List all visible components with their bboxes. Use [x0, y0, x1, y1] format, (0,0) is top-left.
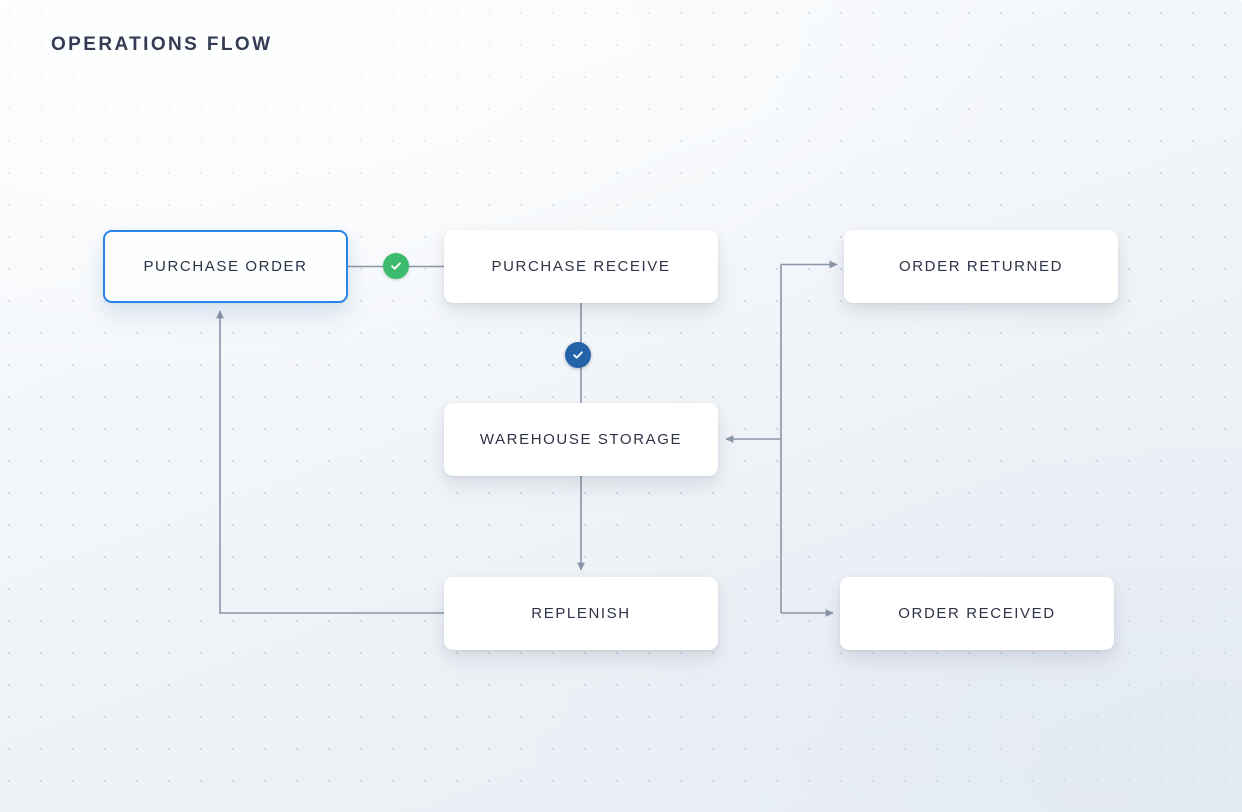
node-purchase-receive[interactable]: PURCHASE RECEIVE [444, 230, 718, 303]
node-label: REPLENISH [531, 605, 631, 622]
edge-badge-purchase-receive-to-warehouse-storage[interactable] [565, 342, 591, 368]
node-label: PURCHASE ORDER [143, 258, 308, 275]
node-label: PURCHASE RECEIVE [491, 258, 671, 275]
edge-replenish-to-purchase-order [216, 310, 444, 614]
node-label: ORDER RECEIVED [898, 605, 1056, 622]
check-icon [571, 348, 585, 362]
node-label: ORDER RETURNED [898, 258, 1064, 275]
node-warehouse-storage[interactable]: WAREHOUSE STORAGE [444, 403, 718, 476]
check-icon [389, 259, 403, 273]
node-order-returned[interactable]: ORDER RETURNED [844, 230, 1118, 303]
page-title: OPERATIONS FLOW [51, 34, 273, 55]
node-order-received[interactable]: ORDER RECEIVED [840, 577, 1114, 650]
node-replenish[interactable]: REPLENISH [444, 577, 718, 650]
node-label: WAREHOUSE STORAGE [479, 431, 683, 448]
node-purchase-order[interactable]: PURCHASE ORDER [103, 230, 348, 303]
edge-badge-purchase-order-to-purchase-receive[interactable] [383, 253, 409, 279]
